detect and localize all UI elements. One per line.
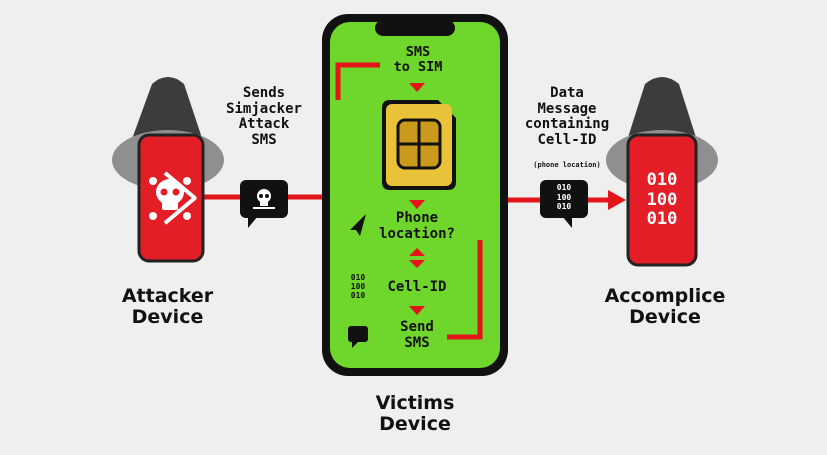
accomplice-figure [606, 77, 718, 267]
accomplice-phone [626, 133, 698, 267]
sim-card-icon [382, 100, 456, 190]
accomplice-message-label: Data Message containing Cell-ID [524, 85, 610, 149]
attacker-device-label: Attacker Device [121, 285, 214, 329]
arrow-down-1 [409, 83, 425, 92]
arrow-updown-down [409, 260, 425, 268]
attacker-message-bubble [240, 180, 288, 228]
skull-icon [253, 189, 275, 209]
step-phone-location: Phone location? [379, 210, 455, 242]
location-arrow-icon [350, 214, 366, 236]
arrow-updown-up [409, 248, 425, 256]
cell-id-binary: 010 100 010 [350, 273, 366, 301]
phone-notch [375, 20, 455, 36]
bubble-binary: 010 100 010 [556, 183, 572, 212]
attacker-figure [112, 77, 224, 263]
step-sms-to-sim: SMS to SIM [393, 44, 443, 76]
accomplice-device-label: Accomplice Device [604, 285, 726, 329]
accomplice-binary-display: 010 100 010 [646, 170, 678, 230]
victim-phone [322, 14, 508, 376]
arrow-into-accomplice [608, 190, 626, 210]
arrow-down-2 [409, 200, 425, 209]
skull-icon [149, 171, 197, 225]
victim-screen [330, 22, 500, 368]
message-icon [348, 326, 368, 348]
victims-device-label: Victims Device [375, 392, 455, 436]
accomplice-hood [624, 77, 700, 150]
accomplice-message-bubble [540, 180, 588, 228]
step-cell-id: Cell-ID [387, 279, 447, 295]
attacker-action-label: Sends Simjacker Attack SMS [226, 85, 302, 149]
phone-location-note: (phone location) [533, 161, 601, 169]
step-send-sms: Send SMS [400, 319, 434, 351]
arrow-down-3 [409, 306, 425, 315]
